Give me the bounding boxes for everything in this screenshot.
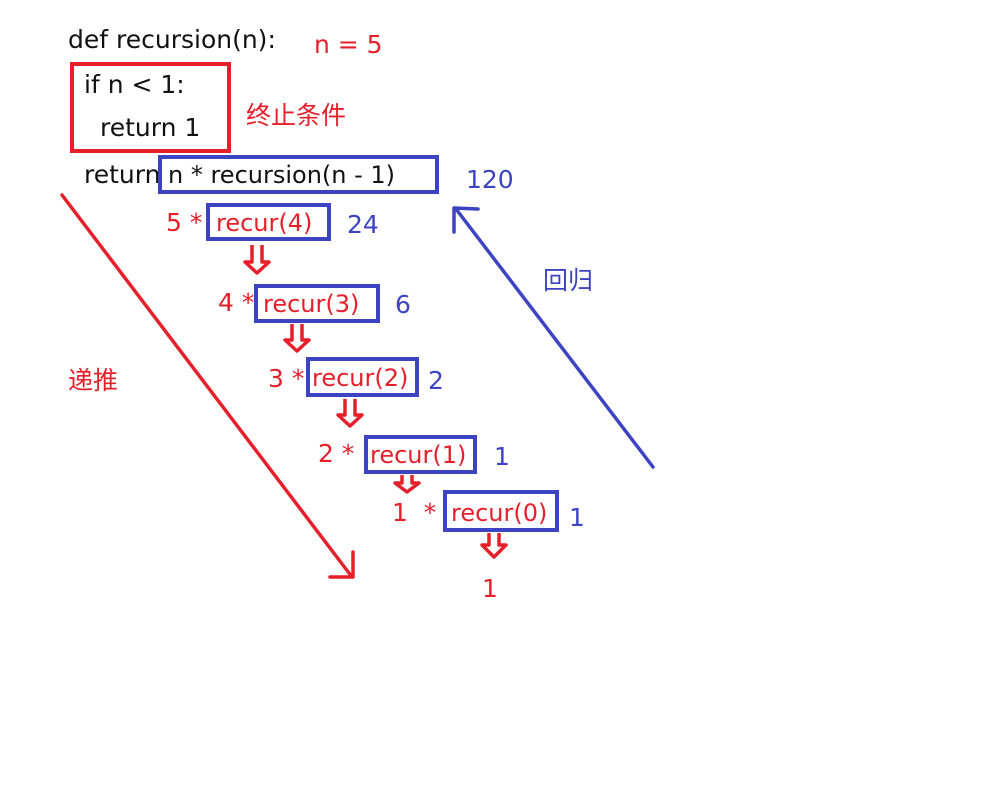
- down-arrow-icon: [283, 324, 311, 353]
- step-call-box: [206, 203, 331, 241]
- step-multiplier: 4 *: [218, 288, 254, 317]
- step-call: recur(3): [263, 290, 359, 318]
- step-call-box: [364, 435, 477, 474]
- step-multiplier: 1 *: [392, 498, 436, 527]
- step-call: recur(1): [370, 441, 466, 469]
- recursive-expression-box: [158, 155, 439, 194]
- recurse-arrow-head: [328, 550, 355, 579]
- return-arrow-line: [454, 207, 655, 469]
- base-case-label: 终止条件: [246, 101, 346, 130]
- return-arrow-head: [452, 206, 480, 234]
- step-result: 24: [347, 210, 379, 239]
- step-result: 2: [428, 366, 444, 395]
- base-value: 1: [482, 574, 498, 603]
- code-return-keyword: return: [84, 160, 160, 189]
- code-return-expression: n * recursion(n - 1): [168, 161, 395, 189]
- step-multiplier: 5 *: [166, 208, 202, 237]
- down-arrow-icon: [480, 533, 508, 559]
- step-result: 1: [569, 503, 585, 532]
- step-multiplier: 2 *: [318, 439, 354, 468]
- step-multiplier: 3 *: [268, 364, 304, 393]
- n-value-label: n = 5: [314, 30, 383, 59]
- code-return-one-line: return 1: [100, 113, 200, 142]
- code-def-line: def recursion(n):: [68, 25, 276, 54]
- recurse-arrow-line: [60, 193, 354, 579]
- step-call-box: [306, 357, 419, 397]
- step-result: 6: [395, 290, 411, 319]
- top-result-value: 120: [466, 165, 514, 194]
- code-if-line: if n < 1:: [84, 70, 185, 99]
- down-arrow-icon: [243, 245, 271, 275]
- base-case-box: [70, 62, 231, 153]
- down-arrow-icon: [336, 399, 364, 428]
- step-call: recur(4): [216, 209, 312, 237]
- step-result: 1: [494, 442, 510, 471]
- recurse-label: 递推: [68, 366, 118, 395]
- step-call-box: [254, 284, 380, 323]
- down-arrow-icon: [393, 475, 421, 494]
- step-call-box: [443, 490, 559, 532]
- return-label: 回归: [543, 266, 593, 295]
- step-call: recur(2): [312, 364, 408, 392]
- step-call: recur(0): [451, 499, 547, 527]
